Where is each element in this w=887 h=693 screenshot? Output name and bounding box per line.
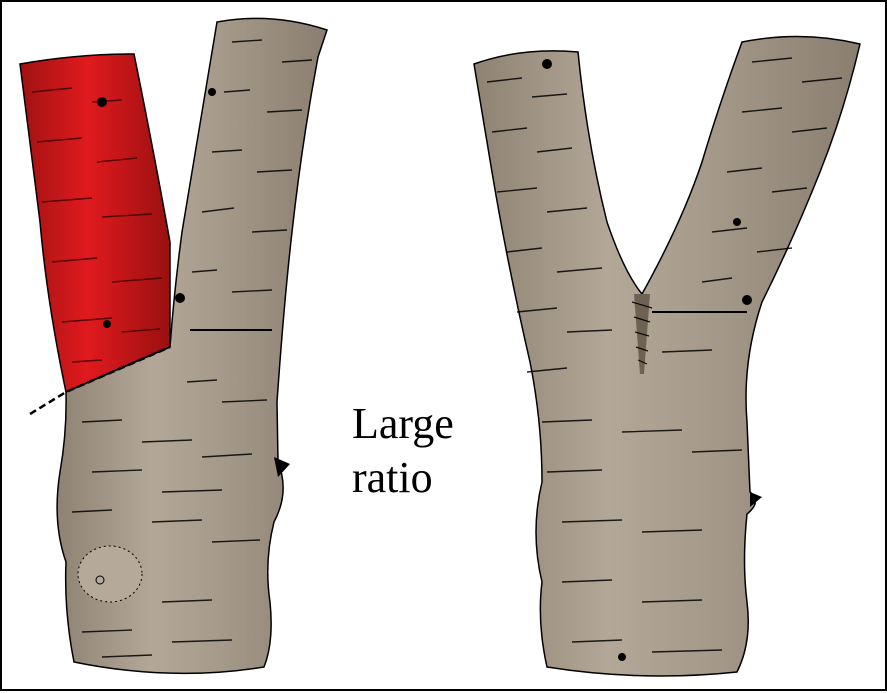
right-trunk-body bbox=[474, 36, 860, 676]
left-trunk bbox=[20, 18, 327, 673]
caption: Large ratio bbox=[352, 397, 482, 505]
wound-icon bbox=[78, 546, 142, 602]
removed-branch bbox=[20, 54, 170, 392]
caption-line-1: Large bbox=[352, 397, 482, 451]
right-trunk bbox=[474, 36, 860, 676]
caption-line-2: ratio bbox=[352, 451, 482, 505]
